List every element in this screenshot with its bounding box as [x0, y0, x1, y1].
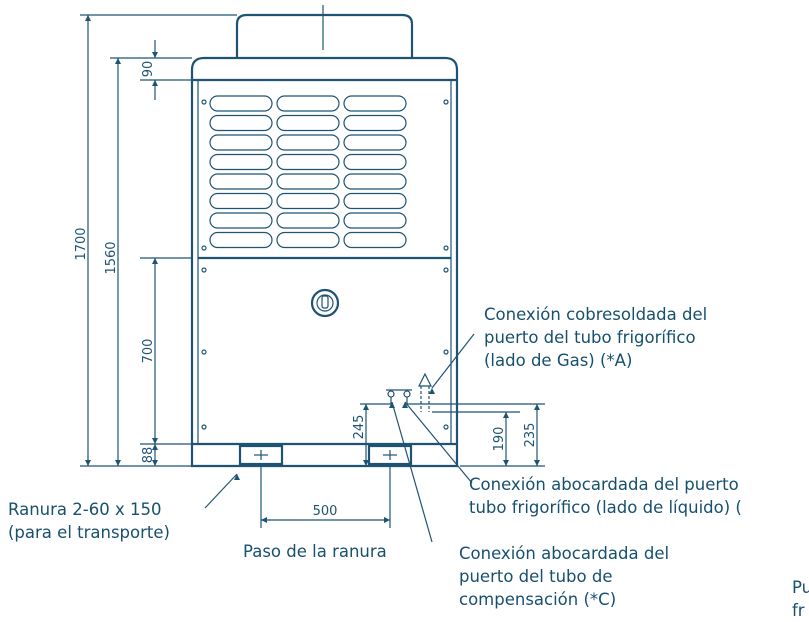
grille-slot	[209, 212, 273, 229]
arrowhead	[363, 404, 369, 410]
dimension-lines	[80, 14, 545, 528]
screw	[201, 99, 207, 105]
dim-1700: 1700	[74, 227, 89, 260]
screw	[443, 424, 449, 430]
arrowhead	[115, 58, 121, 64]
grille-slot	[276, 231, 340, 249]
grille-slot	[209, 173, 273, 190]
grille-slot	[276, 95, 340, 112]
screw	[443, 267, 449, 273]
arrowhead	[115, 460, 121, 466]
grille-slot	[343, 153, 407, 171]
transport-slot-right	[367, 444, 413, 466]
arrowhead	[234, 474, 240, 480]
liquid-connection-callout: Conexión abocardada del puerto tubo frig…	[469, 475, 742, 517]
arrowhead	[261, 517, 267, 523]
grille-slot	[276, 114, 340, 132]
grille-slot	[343, 134, 407, 151]
grille-slot	[209, 153, 273, 171]
dim-700: 700	[141, 339, 156, 364]
grille-slot	[276, 153, 340, 171]
screw	[201, 349, 207, 355]
dim-1560: 1560	[104, 241, 119, 274]
grille-slot	[209, 134, 273, 151]
grille-slot	[209, 114, 273, 132]
arrowhead	[534, 404, 540, 410]
arrowhead	[534, 460, 540, 466]
screw	[201, 424, 207, 430]
grille-slot	[343, 95, 407, 112]
top-cover	[235, 13, 414, 58]
dim-500: 500	[313, 504, 338, 519]
leader-lines	[204, 333, 475, 543]
panel-screws	[201, 99, 449, 430]
dim-245: 245	[352, 415, 367, 440]
screw	[201, 267, 207, 273]
unit-body	[190, 56, 459, 468]
grille-slot	[209, 95, 273, 112]
grille-slot	[276, 192, 340, 210]
screw	[443, 245, 449, 251]
arrowhead	[152, 444, 158, 450]
grille-slot	[209, 192, 273, 210]
grille-slot	[343, 114, 407, 132]
arrowhead	[363, 460, 369, 466]
grille-slot	[209, 231, 273, 249]
service-port-icon	[310, 288, 340, 318]
arrowhead	[384, 517, 390, 523]
screw	[443, 99, 449, 105]
arrowhead	[152, 438, 158, 444]
arrowhead	[503, 412, 509, 418]
compensation-connection-callout: Conexión abocardada del puerto del tubo …	[459, 544, 670, 609]
grille-slot	[276, 173, 340, 190]
grille-slot	[343, 192, 407, 210]
arrowhead	[402, 402, 408, 408]
arrowhead	[152, 80, 158, 86]
arrowhead	[152, 258, 158, 264]
fan-grille	[209, 95, 407, 249]
dim-88: 88	[141, 447, 156, 464]
gas-connection-callout: Conexión cobresoldada del puerto del tub…	[484, 305, 708, 370]
slot-pitch-label: Paso de la ranura	[243, 542, 387, 561]
cutoff-callout: Pu fr	[792, 578, 809, 620]
slot-callout: Ranura 2-60 x 150 (para el transporte)	[8, 500, 170, 542]
arrowhead	[429, 388, 435, 394]
grille-slot	[343, 212, 407, 229]
arrowhead	[152, 460, 158, 466]
arrowhead	[503, 460, 509, 466]
dim-235: 235	[523, 423, 538, 448]
pipe-connections	[386, 372, 432, 412]
dim-190: 190	[492, 427, 507, 452]
grille-slot	[343, 173, 407, 190]
screw	[201, 245, 207, 251]
grille-slot	[276, 134, 340, 151]
dim-90: 90	[141, 61, 156, 78]
transport-slot-left	[238, 444, 284, 466]
dimension-arrows	[85, 15, 540, 523]
arrowhead	[85, 460, 91, 466]
arrowhead	[152, 52, 158, 58]
grille-slot	[276, 212, 340, 229]
screw	[443, 349, 449, 355]
grille-slot	[343, 231, 407, 249]
arrowhead	[85, 15, 91, 21]
